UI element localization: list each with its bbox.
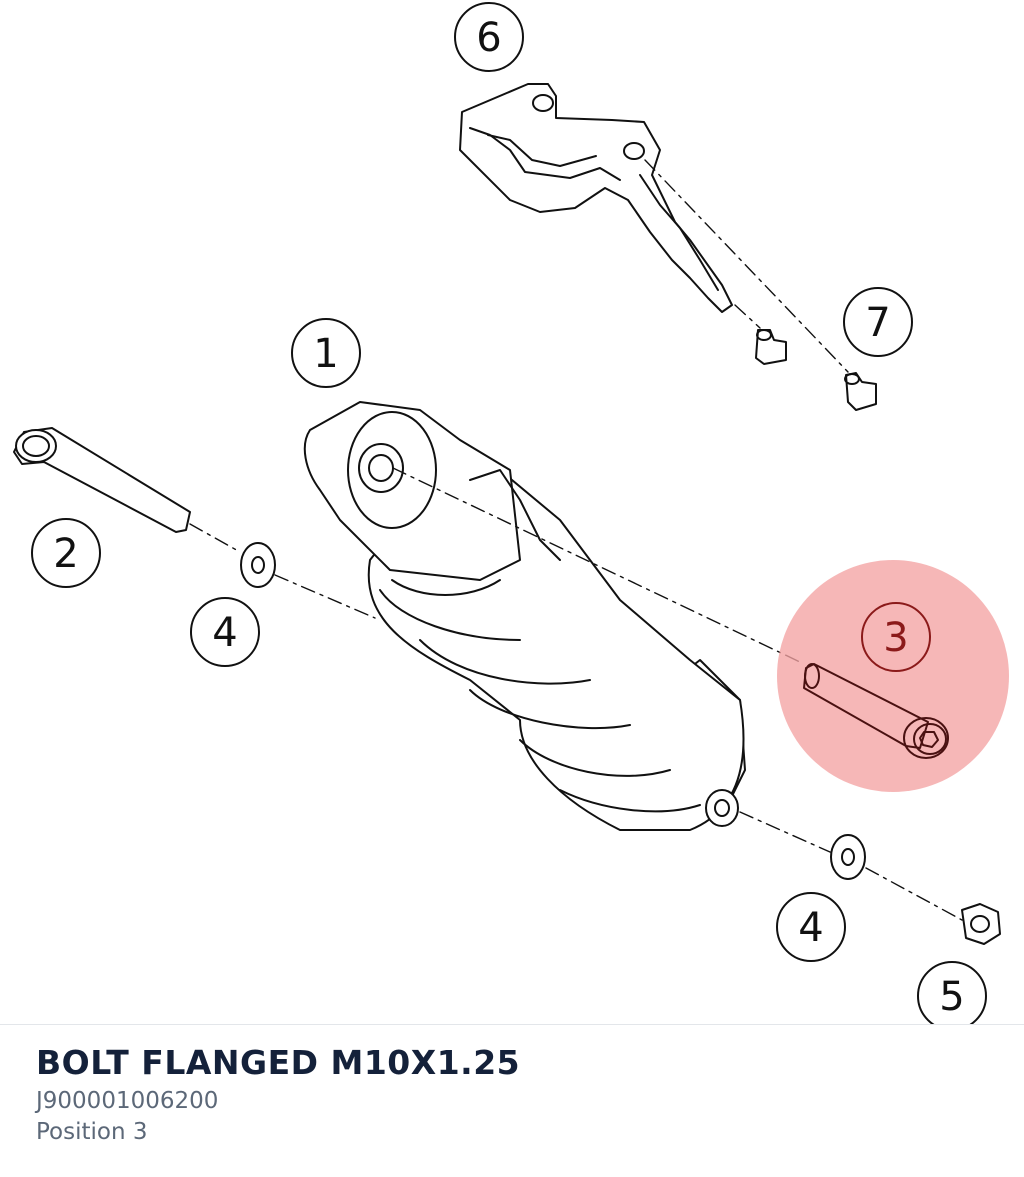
callout-circle — [861, 602, 931, 672]
nut-part[interactable] — [961, 903, 1001, 945]
callout-circle — [454, 2, 524, 72]
part-title: BOLT FLANGED M10X1.25 — [36, 1043, 521, 1082]
callout-3[interactable]: 3 — [861, 602, 931, 672]
callout-2[interactable]: 2 — [31, 518, 101, 588]
callout-1[interactable]: 1 — [291, 318, 361, 388]
bracket-part[interactable] — [459, 83, 733, 313]
callout-4[interactable]: 4 — [190, 597, 260, 667]
callout-8[interactable]: 7 — [843, 287, 913, 357]
divider — [0, 1024, 1024, 1025]
part-info-panel: BOLT FLANGED M10X1.25 J900001006200 Posi… — [36, 1040, 520, 1148]
shock-absorber-part[interactable] — [303, 401, 746, 831]
callout-number: 4 — [798, 905, 823, 951]
callout-circle — [917, 961, 987, 1024]
highlight-circle — [777, 560, 1009, 792]
callout-labels: 1 2 3 4 4 5 6 7 — [31, 2, 987, 1024]
callout-7[interactable]: 6 — [454, 2, 524, 72]
part-number: J900001006200 — [36, 1088, 219, 1114]
washer-part-lower[interactable] — [830, 834, 866, 880]
callout-circle — [31, 518, 101, 588]
callout-number: 1 — [313, 331, 338, 377]
callout-circle — [776, 892, 846, 962]
callout-circle — [190, 597, 260, 667]
callout-number: 3 — [883, 615, 908, 661]
part-position: Position 3 — [36, 1119, 148, 1145]
flanged-bolt-part[interactable] — [803, 663, 949, 759]
sleeve-part[interactable] — [13, 427, 191, 533]
callout-number: 7 — [865, 300, 890, 346]
exploded-parts-diagram: 1 2 3 4 4 5 6 7 — [13, 2, 1009, 1024]
screw-part[interactable] — [755, 329, 877, 411]
callout-5[interactable]: 4 — [776, 892, 846, 962]
callout-circle — [843, 287, 913, 357]
washer-part-upper[interactable] — [240, 542, 276, 588]
callout-number: 2 — [53, 531, 78, 577]
callout-number: 4 — [212, 610, 237, 656]
callout-number: 5 — [939, 974, 964, 1020]
callout-6[interactable]: 5 — [917, 961, 987, 1024]
callout-circle — [291, 318, 361, 388]
callout-number: 6 — [476, 15, 501, 61]
